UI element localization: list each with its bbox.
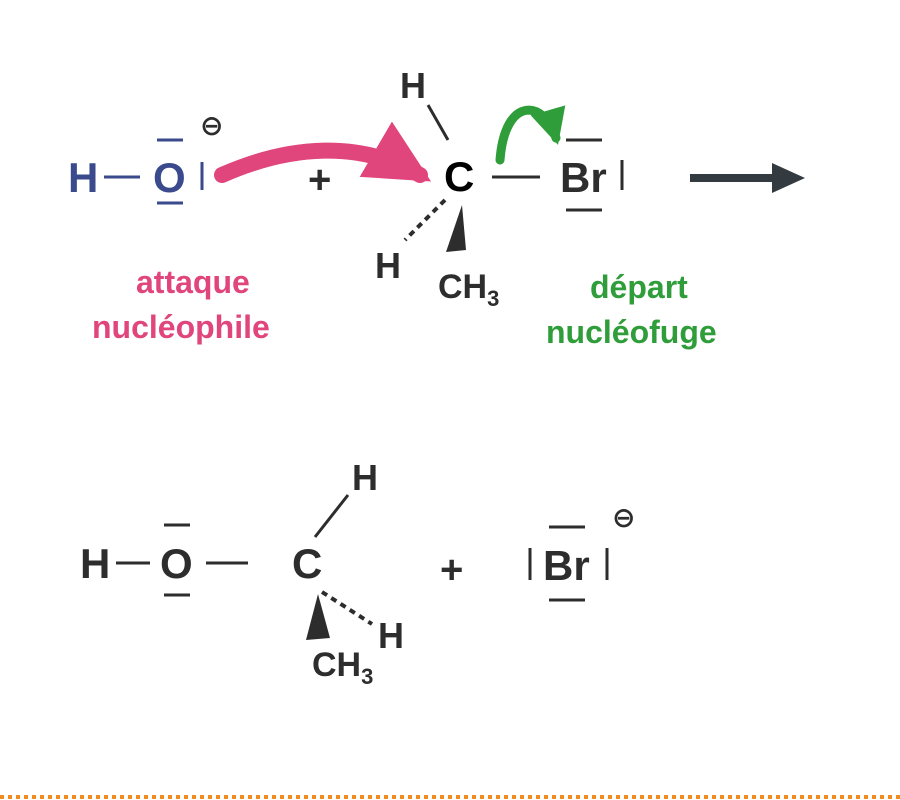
product-c-h-dashed-bond bbox=[320, 590, 374, 626]
attack-arrow-icon bbox=[214, 121, 432, 183]
substrate-carbon: C bbox=[444, 153, 474, 200]
c-h-dashed-bond bbox=[403, 198, 447, 242]
reactant-plus: + bbox=[308, 158, 331, 202]
c-h-top-bond bbox=[426, 104, 450, 141]
product-c-h-top-bond bbox=[313, 494, 350, 538]
substrate-ch3: CH3 bbox=[438, 268, 499, 311]
substrate-bromine: Br bbox=[560, 154, 607, 201]
bromomethane-substrate: H C H CH3 Br bbox=[375, 65, 624, 311]
product-ch3: CH3 bbox=[312, 646, 373, 689]
product-wedge-bond bbox=[306, 594, 330, 640]
hydroxide-h: H bbox=[68, 154, 98, 201]
wedge-bond bbox=[446, 205, 466, 252]
reaction-arrow-icon bbox=[690, 163, 805, 193]
charge-minus-icon: ⊖ bbox=[200, 110, 223, 141]
product-h-right: H bbox=[378, 615, 404, 656]
leaving-label-line2: nucléofuge bbox=[546, 314, 717, 350]
nucleophile-label-line1: attaque bbox=[136, 264, 250, 300]
bromide-br: Br bbox=[543, 542, 590, 589]
product-plus: + bbox=[440, 548, 463, 592]
product-oxygen: O bbox=[160, 540, 193, 587]
product-h-top: H bbox=[352, 457, 378, 498]
substrate-h-bottom: H bbox=[375, 245, 401, 286]
bromide-ion: Br ⊖ bbox=[528, 502, 635, 602]
nucleophile-label-line2: nucléophile bbox=[92, 309, 270, 345]
departure-arrow-icon bbox=[495, 105, 566, 165]
substrate-h-top: H bbox=[400, 65, 426, 106]
methanol-product: H O C H H CH3 bbox=[80, 457, 404, 689]
product-h: H bbox=[80, 540, 110, 587]
product-carbon: C bbox=[292, 540, 322, 587]
hydroxide-ion: H O ⊖ bbox=[68, 110, 223, 205]
bromide-charge-minus-icon: ⊖ bbox=[612, 502, 635, 533]
hydroxide-o: O bbox=[153, 154, 186, 201]
leaving-label-line1: départ bbox=[590, 269, 688, 305]
